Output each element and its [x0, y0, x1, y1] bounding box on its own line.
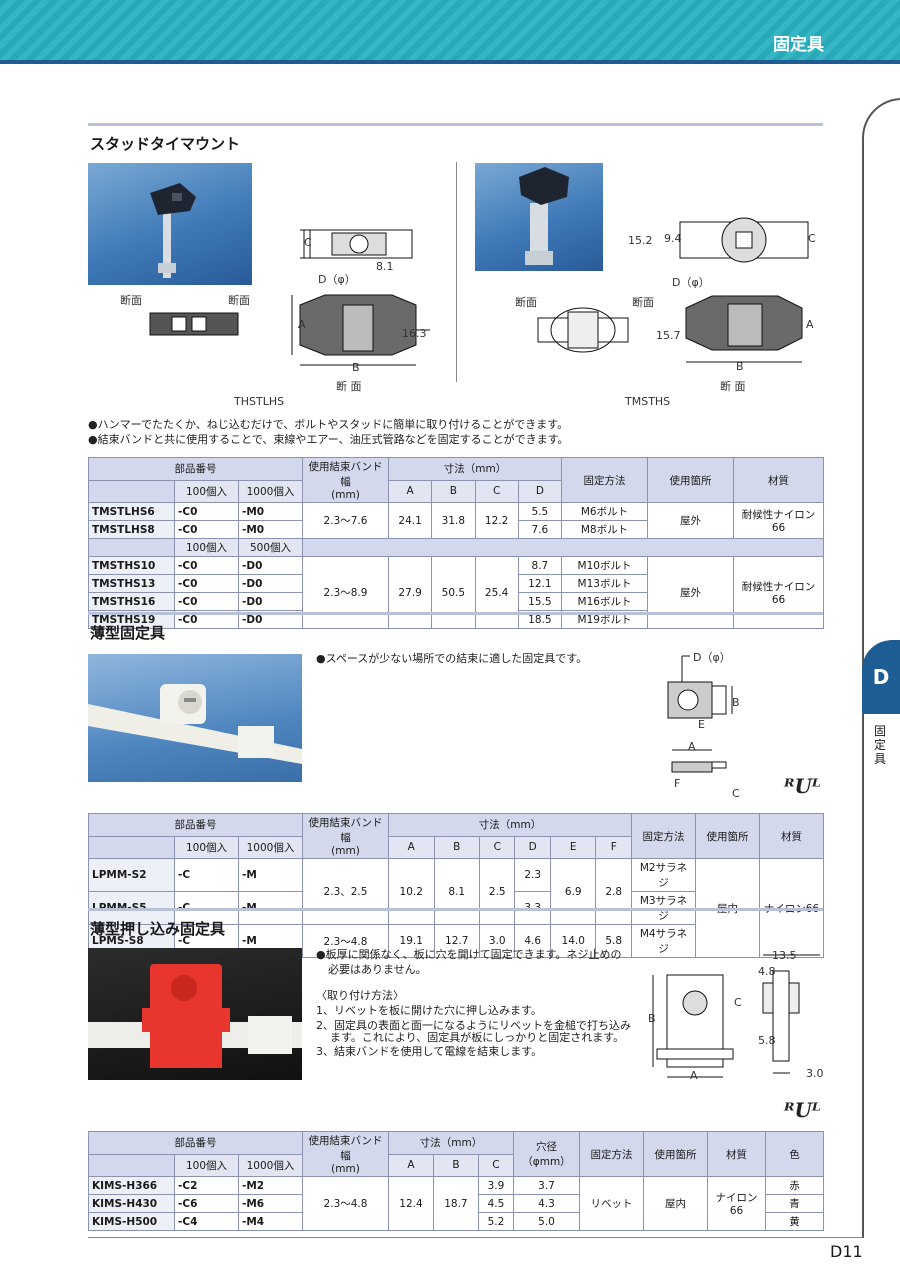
dim-label: 15.7 — [656, 329, 681, 342]
dim-label: D（φ） — [318, 273, 356, 286]
dim-label: 9.4 — [664, 232, 682, 245]
table-row: TMSTHS13 -C0 -D0 12.1 M13ボルト — [88, 574, 824, 593]
dim-label: C — [732, 787, 740, 800]
th: A — [387, 479, 433, 503]
th: B — [431, 479, 476, 503]
table-row: LPMM-S2 -C -M 2.3、2.5 10.2 8.1 2.5 2.3 6… — [88, 858, 824, 958]
dim-label: A — [298, 318, 306, 331]
dim-label: B — [732, 696, 740, 709]
step-text: 1、リベットを板に開けた穴に押し込みます。 — [316, 1004, 542, 1017]
dim-label: 4.8 — [758, 965, 776, 978]
dim-label: 16.3 — [402, 327, 427, 340]
spec-table-stud-tie-mount: 部品番号 使用結束バンド幅(mm) 寸法（mm） 固定方法 使用箇所 材質 10… — [88, 457, 824, 629]
section-rule — [88, 612, 823, 615]
footer-rule — [88, 1237, 863, 1238]
table-row: TMSTLHS6 -C0 -M0 2.3～7.6 24.1 31.8 12.2 … — [88, 502, 824, 539]
th: D — [517, 479, 563, 503]
section-label: 断 面 — [336, 380, 362, 393]
bullet-text: ●板厚に関係なく、板に穴を開けて固定できます。ネジ止めの — [316, 948, 622, 961]
dim-label: 5.8 — [758, 1034, 776, 1047]
spec-table-thin-mount: 部品番号 使用結束バンド幅(mm) 寸法（mm） 固定方法 使用箇所 材質 10… — [88, 813, 824, 958]
th: 部品番号 — [88, 457, 303, 481]
dim-label: C — [304, 236, 312, 249]
diagram-caption-thstlhs: THSTLHS — [234, 395, 285, 408]
th: 寸法（mm） — [388, 457, 562, 481]
bullet-text: 必要はありません。 — [328, 963, 427, 976]
dim-label: 3.0 — [806, 1067, 824, 1080]
dim-label: F — [674, 777, 681, 790]
product-photo-kims — [88, 948, 302, 1080]
th: 固定方法 — [561, 457, 648, 503]
section-label: 断面 — [228, 294, 250, 307]
dim-label: A — [690, 1069, 698, 1082]
side-tab: D — [862, 640, 900, 714]
section-label: 断面 — [632, 296, 654, 309]
dim-label: C — [734, 996, 742, 1009]
diagram-lpmm — [667, 655, 733, 773]
section-title-stud-tie-mount: スタッドタイマウント — [90, 135, 241, 153]
step-text: ます。これにより、固定具が板にしっかりと固定されます。 — [330, 1031, 625, 1044]
dim-label: A — [806, 318, 814, 331]
section-label: 断面 — [120, 294, 142, 307]
method-title: 〈取り付け方法〉 — [316, 989, 404, 1002]
dim-label: B — [736, 360, 744, 373]
page-number: D11 — [830, 1242, 863, 1261]
dim-label: 13.5 — [772, 949, 797, 962]
dim-label: B — [648, 1012, 656, 1025]
th: C — [474, 479, 519, 503]
th: 使用結束バンド幅(mm) — [302, 457, 389, 503]
diagram-kims — [652, 954, 820, 1078]
section-title-thin-mount: 薄型固定具 — [90, 624, 166, 642]
diagram-tmsths — [537, 217, 809, 363]
section-title-push-mount: 薄型押し込み固定具 — [90, 920, 226, 938]
th — [88, 479, 175, 503]
th: 使用箇所 — [647, 457, 734, 503]
section-label: 断 面 — [720, 380, 746, 393]
bullet-text: ●ハンマーでたたくか、ねじ込むだけで、ボルトやスタッドに簡単に取り付けることがで… — [88, 418, 569, 431]
dim-label: C — [808, 232, 816, 245]
dim-label: E — [698, 718, 705, 731]
dim-label: D（φ） — [672, 276, 710, 289]
diagram-caption-tmsths: TMSTHS — [625, 395, 671, 408]
th: 100個入 — [174, 479, 239, 503]
spec-table-push-mount: 部品番号 使用結束バンド幅(mm) 寸法（mm） 穴径（φmm） 固定方法 使用… — [88, 1131, 824, 1231]
th: 材質 — [733, 457, 824, 503]
step-text: 2、固定具の表面と面一になるようにリベットを金槌で打ち込み — [316, 1019, 631, 1032]
dim-label: 15.2 — [628, 234, 653, 247]
table-row: TMSTLHS8 -C0 -M0 7.6 M8ボルト — [88, 520, 824, 539]
product-photo-tmsths — [475, 163, 603, 271]
section-rule — [88, 908, 823, 911]
product-photo-lpmm — [88, 654, 302, 782]
side-tab-label: 固定具 — [874, 724, 887, 766]
dim-label: D（φ） — [693, 651, 731, 664]
divider — [456, 162, 457, 382]
table-row: KIMS-H366 -C2 -M2 2.3～4.8 12.4 18.7 3.9 … — [88, 1176, 824, 1231]
dim-label: 8.1 — [376, 260, 394, 273]
table-subheader: 100個入 500個入 — [88, 538, 824, 557]
product-photo-thstlhs — [88, 163, 252, 285]
table-row: TMSTHS10 -C0 -D0 2.3～8.9 27.9 50.5 25.4 … — [88, 556, 824, 629]
th: 1000個入 — [238, 479, 303, 503]
bullet-text: ●スペースが少ない場所での結束に適した固定具です。 — [316, 652, 588, 665]
ul-mark-icon: ᴿUᴸ — [784, 1098, 821, 1122]
dim-label: B — [352, 361, 360, 374]
header-band — [0, 0, 900, 64]
section-label: 断面 — [515, 296, 537, 309]
header-category: 固定具 — [773, 35, 824, 55]
step-text: 3、結束バンドを使用して電線を結束します。 — [316, 1045, 543, 1058]
dim-label: A — [688, 740, 696, 753]
table-row: TMSTHS19 -C0 -D0 18.5 M19ボルト — [88, 610, 824, 629]
ul-mark-icon: ᴿUᴸ — [784, 774, 821, 798]
bullet-text: ●結束バンドと共に使用することで、束線やエアー、油圧式管路などを固定することがで… — [88, 433, 569, 446]
table-row: KIMS-H500 -C4 -M4 5.2 5.0 黄 — [88, 1212, 824, 1231]
section-rule — [88, 123, 823, 126]
diagram-thstlhs — [149, 229, 430, 366]
